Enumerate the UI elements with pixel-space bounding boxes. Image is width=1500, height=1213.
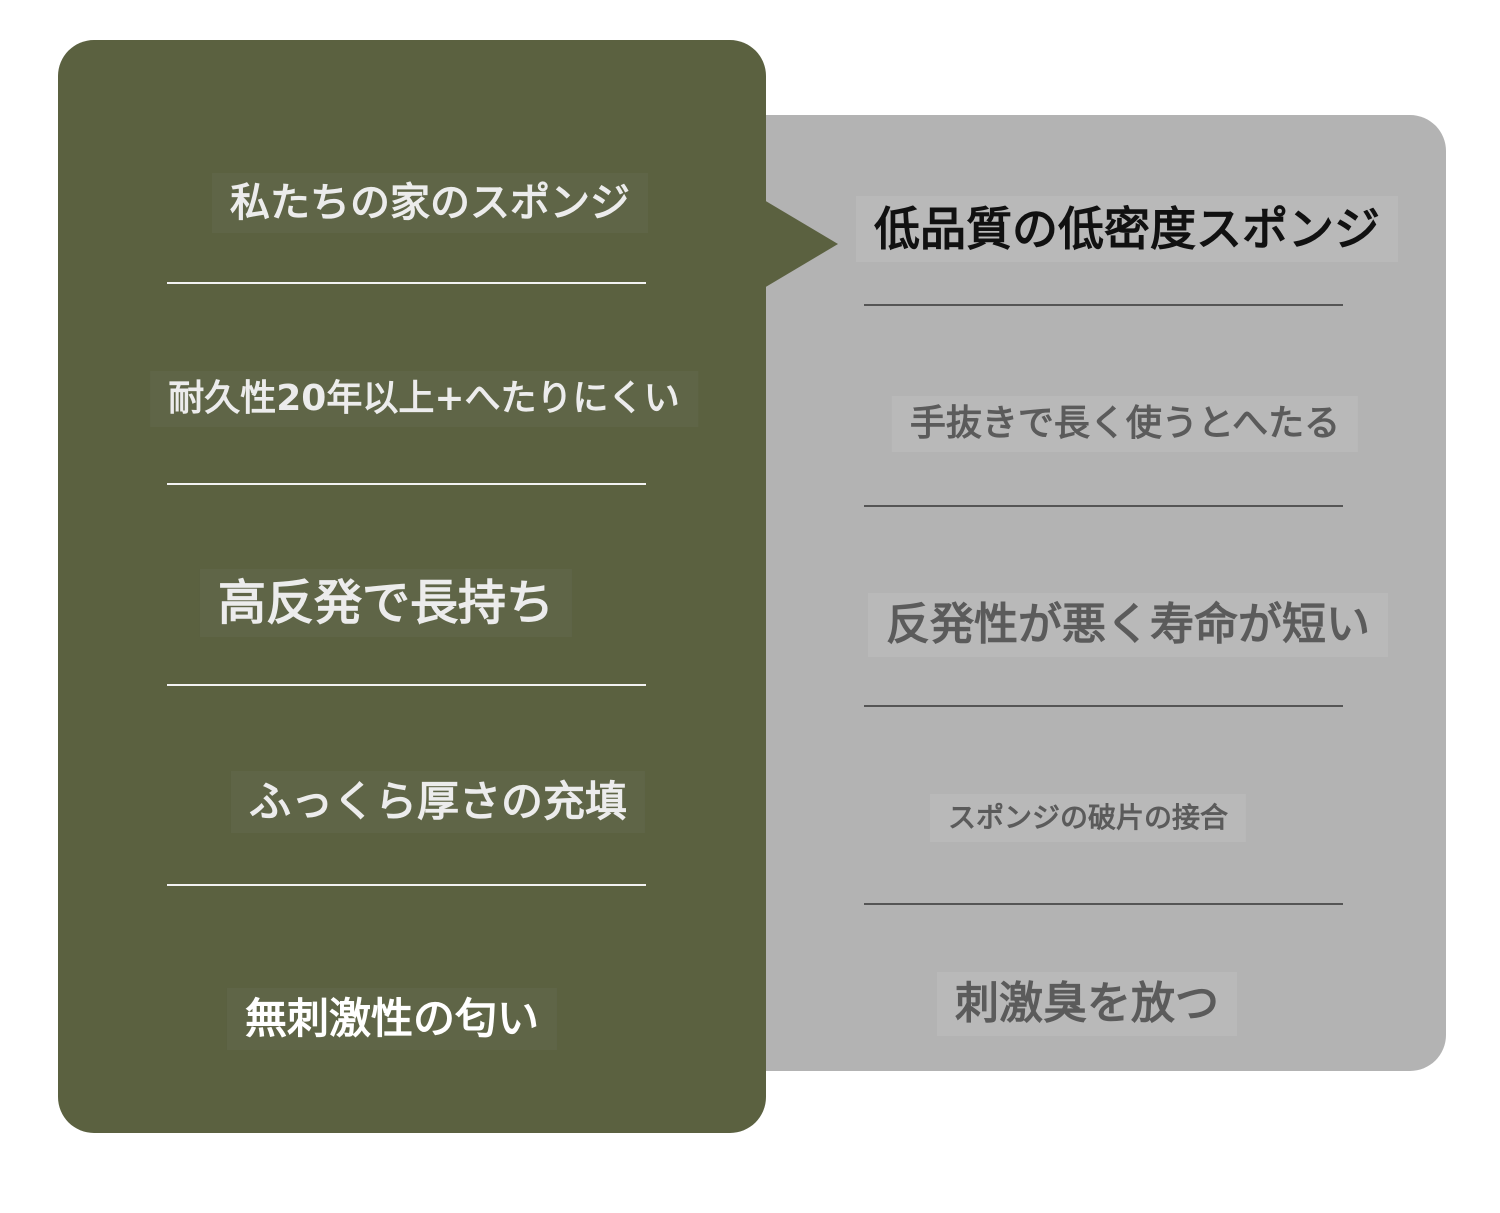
left-panel-title: 私たちの家のスポンジ <box>212 173 648 233</box>
right-panel-title: 低品質の低密度スポンジ <box>856 196 1398 262</box>
right-divider-3 <box>864 705 1343 707</box>
left-divider-2 <box>167 483 646 485</box>
right-divider-1 <box>864 304 1343 306</box>
right-divider-2 <box>864 505 1343 507</box>
right-item-fragments: スポンジの破片の接合 <box>929 794 1247 842</box>
right-divider-4 <box>864 903 1343 905</box>
left-divider-1 <box>167 282 646 284</box>
left-divider-3 <box>167 684 646 686</box>
right-item-short-life: 反発性が悪く寿命が短い <box>868 593 1388 657</box>
left-item-odor: 無刺激性の匂い <box>226 988 558 1050</box>
left-item-durability: 耐久性20年以上+へたりにくい <box>150 371 698 427</box>
right-item-pungent-odor: 刺激臭を放つ <box>937 972 1237 1036</box>
right-item-sagging: 手抜きで長く使うとへたる <box>891 396 1359 452</box>
left-item-resilience: 高反発で長持ち <box>199 569 573 637</box>
speech-pointer <box>764 200 838 288</box>
left-divider-4 <box>167 884 646 886</box>
left-item-filling: ふっくら厚さの充填 <box>230 771 646 833</box>
